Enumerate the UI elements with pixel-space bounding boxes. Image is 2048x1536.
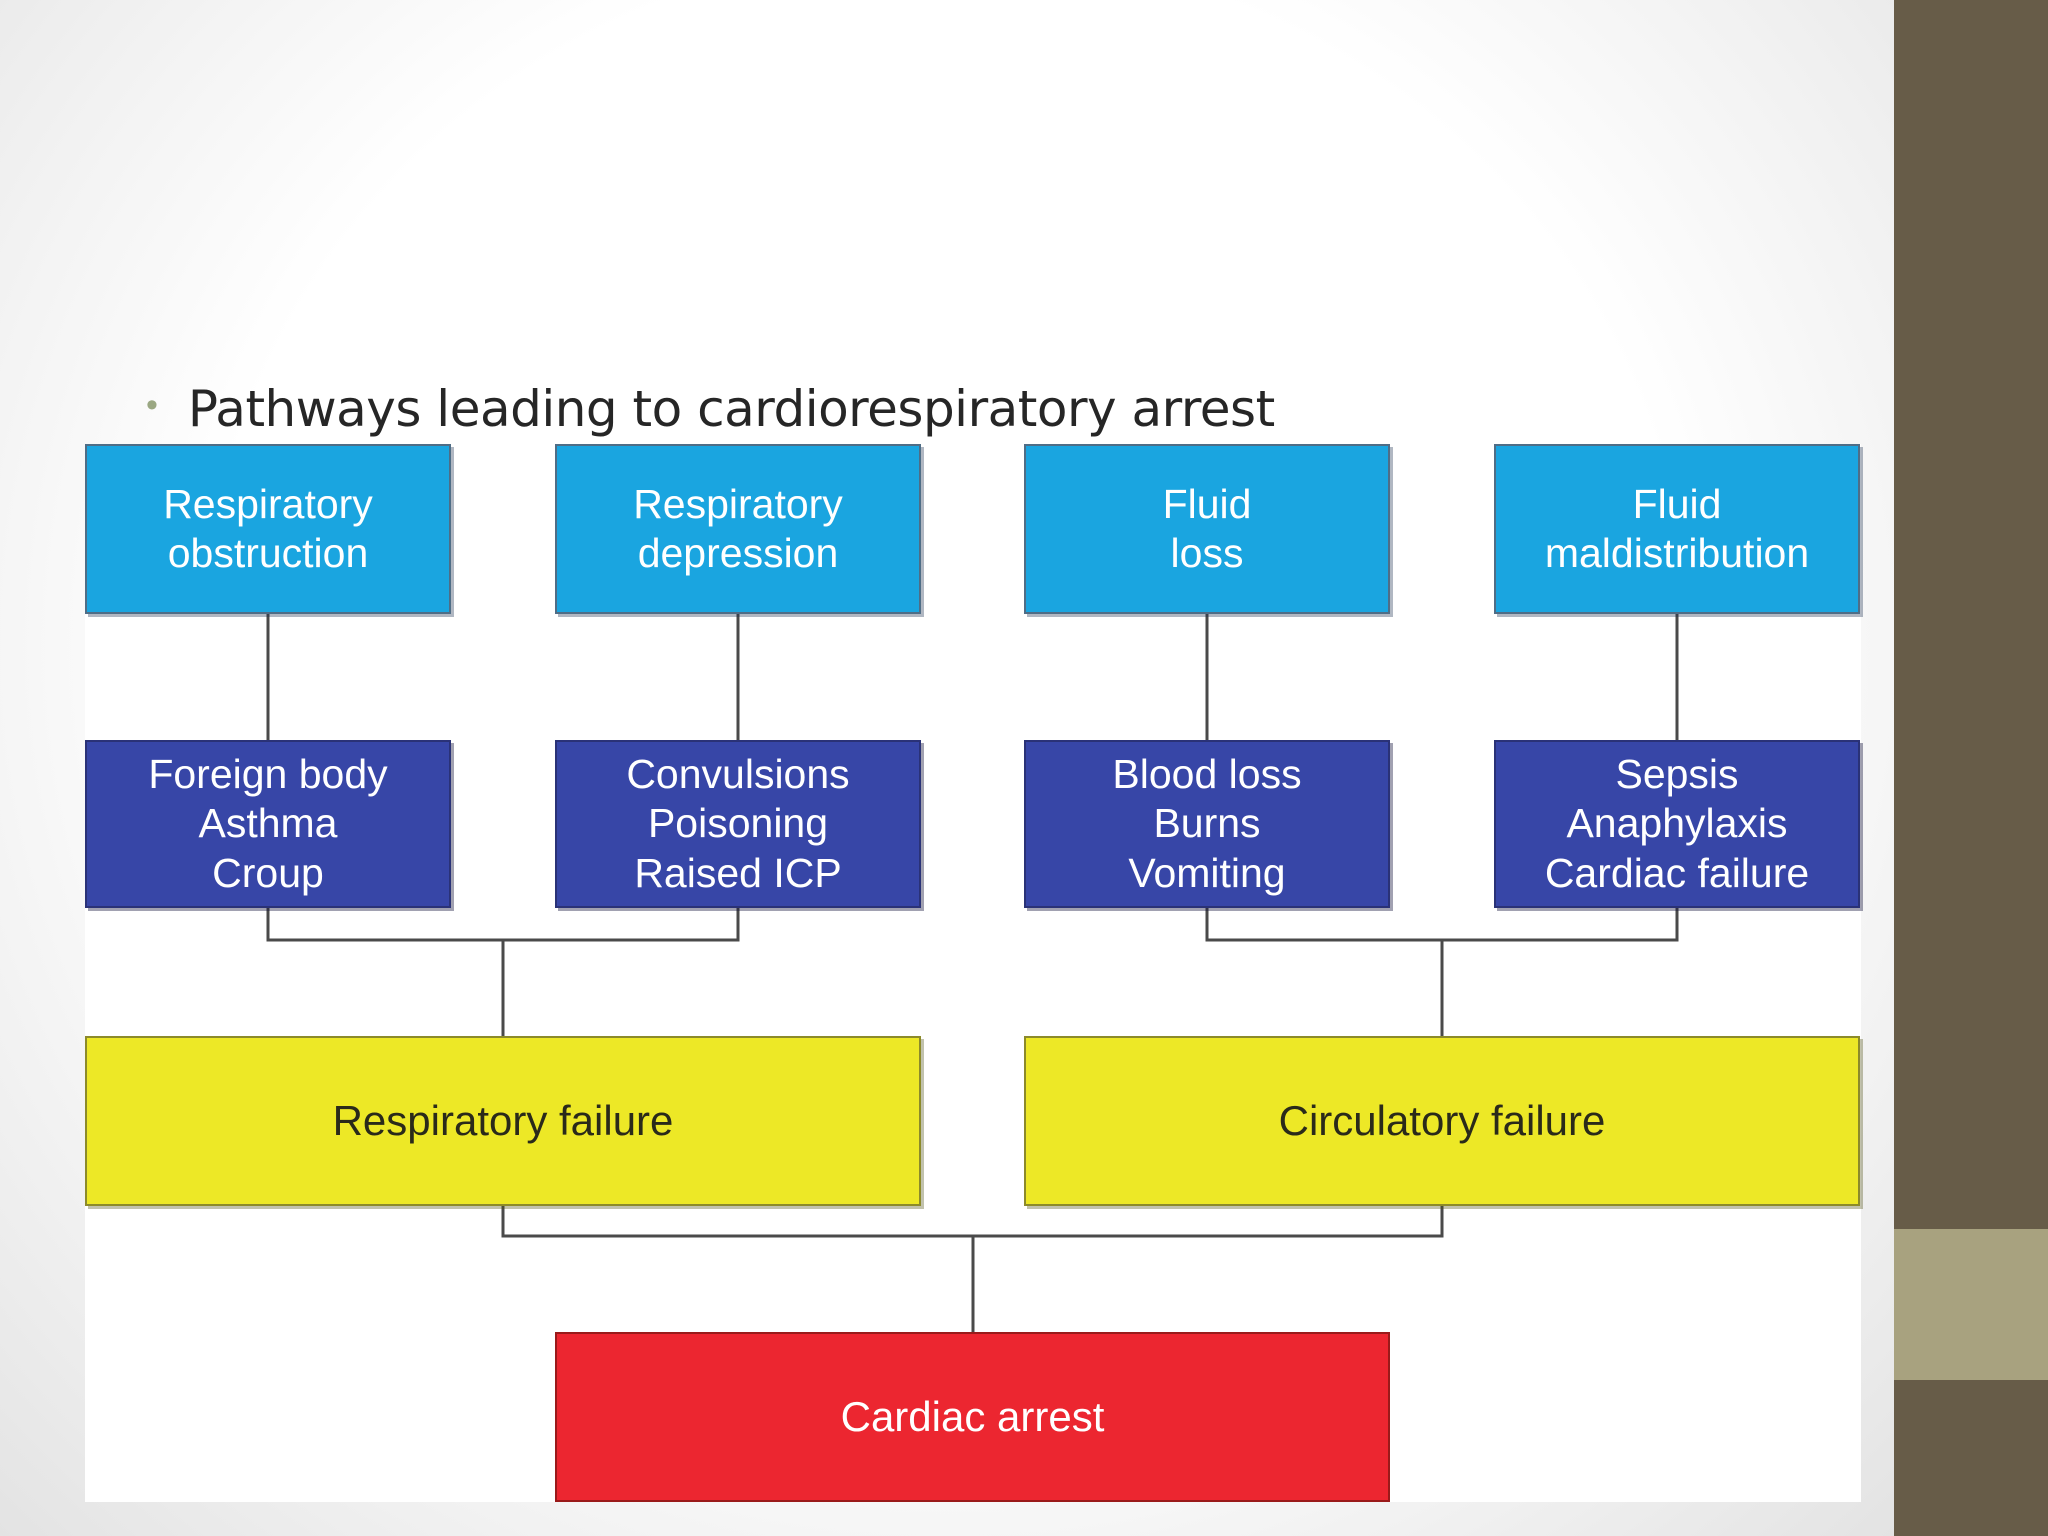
example-label: Sepsis Anaphylaxis Cardiac failure (1544, 751, 1810, 896)
connector-lines (266, 614, 1679, 1332)
example-box-fluid-loss: Blood loss Burns Vomiting (1024, 740, 1390, 908)
connector-resp-merge (266, 908, 740, 942)
cause-label: Respiratory depression (633, 480, 843, 576)
failure-label: Circulatory failure (1278, 1097, 1606, 1144)
bullet-point: • Pathways leading to cardiorespiratory … (146, 374, 1275, 444)
connector-circ-merge (1205, 908, 1679, 942)
pathway-diagram: Respiratory obstruction Respiratory depr… (85, 444, 1861, 1502)
cause-label: Respiratory obstruction (163, 480, 373, 576)
failure-label: Respiratory failure (332, 1097, 674, 1144)
example-label: Blood loss Burns Vomiting (1112, 751, 1302, 896)
bullet-text: Pathways leading to cardiorespiratory ar… (187, 380, 1275, 438)
example-label: Convulsions Poisoning Raised ICP (626, 751, 850, 896)
example-label: Foreign body Asthma Croup (148, 751, 388, 896)
cause-label: Fluid loss (1162, 480, 1252, 576)
outcome-label: Cardiac arrest (840, 1393, 1105, 1440)
example-box-fluid-maldistribution: Sepsis Anaphylaxis Cardiac failure (1494, 740, 1860, 908)
respiratory-failure-box: Respiratory failure (85, 1036, 921, 1206)
bullet-icon: • (146, 386, 158, 424)
cause-box-respiratory-obstruction: Respiratory obstruction (85, 444, 451, 614)
side-bar-accent (1894, 1229, 2048, 1380)
cause-box-fluid-maldistribution: Fluid maldistribution (1494, 444, 1860, 614)
cause-label: Fluid maldistribution (1544, 480, 1810, 576)
circulatory-failure-box: Circulatory failure (1024, 1036, 1860, 1206)
example-box-respiratory-depression: Convulsions Poisoning Raised ICP (555, 740, 921, 908)
example-box-respiratory-obstruction: Foreign body Asthma Croup (85, 740, 451, 908)
cause-box-fluid-loss: Fluid loss (1024, 444, 1390, 614)
connector-failure-merge (501, 1206, 1444, 1238)
cause-box-respiratory-depression: Respiratory depression (555, 444, 921, 614)
cardiac-arrest-box: Cardiac arrest (555, 1332, 1390, 1502)
